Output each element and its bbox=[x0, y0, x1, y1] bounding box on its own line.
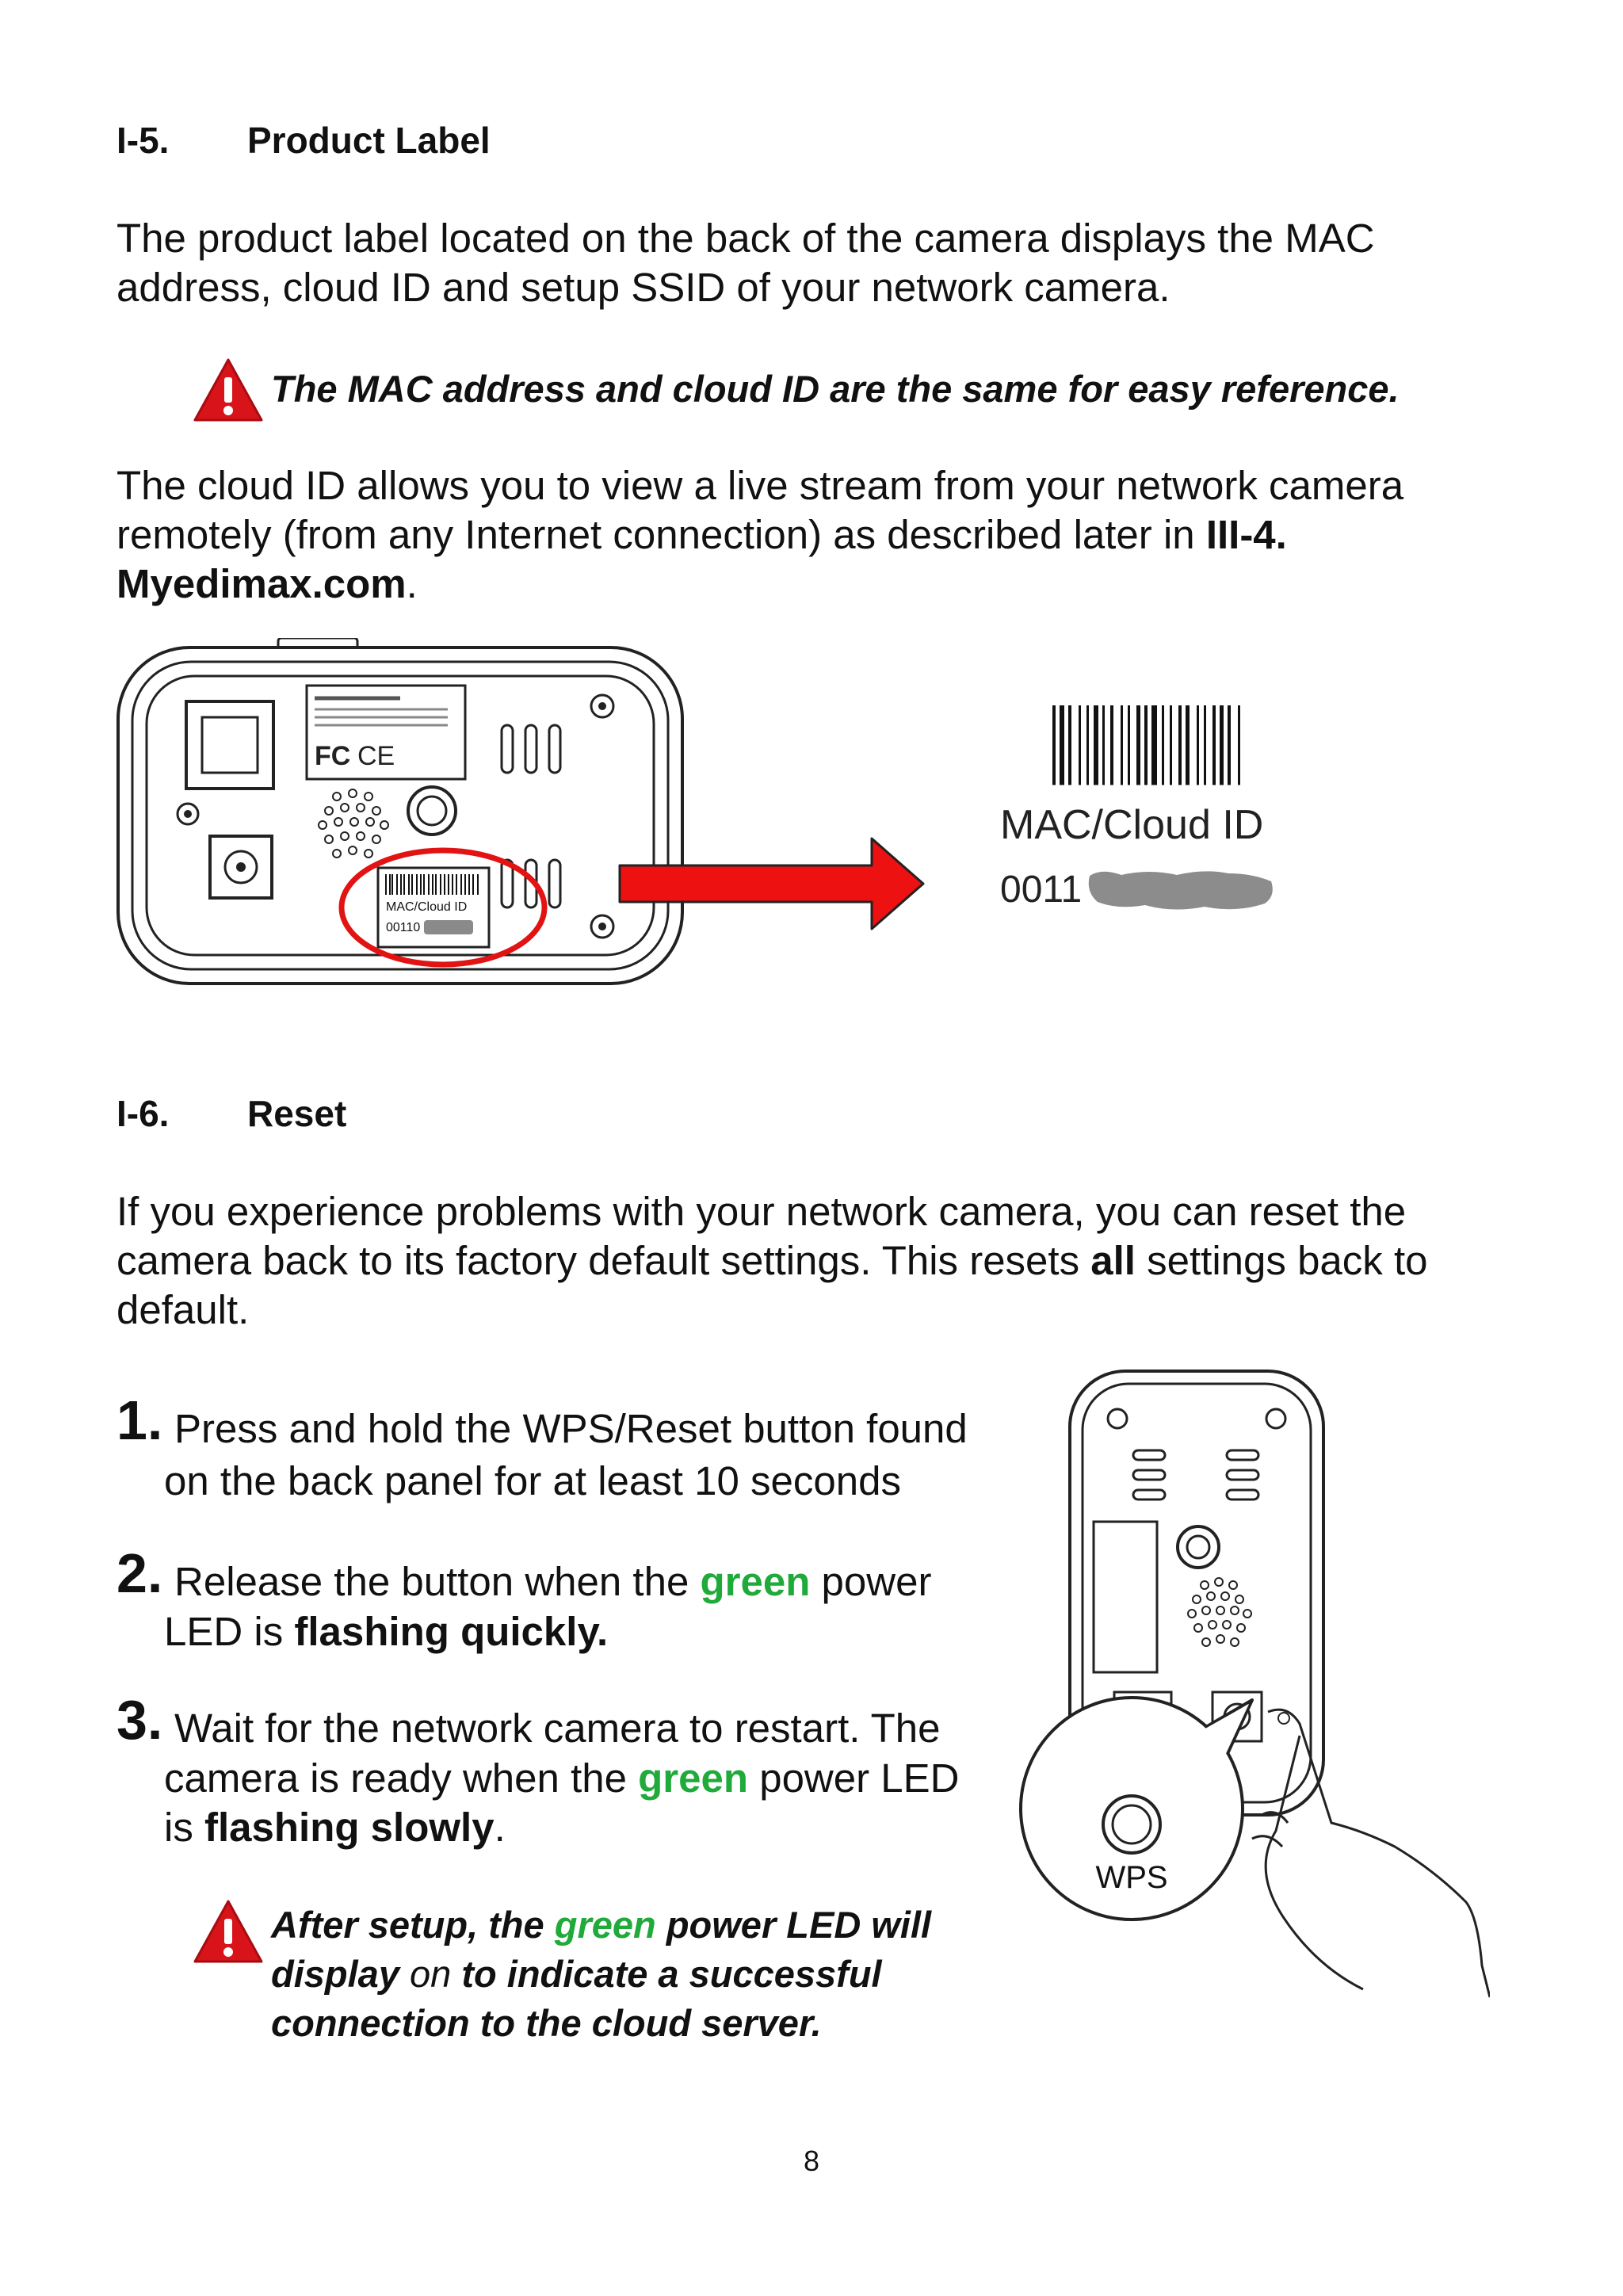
paragraph-text: If you experience problems with your net… bbox=[116, 1189, 1407, 1283]
barcode-bar bbox=[1068, 705, 1071, 785]
step-number: 3. bbox=[116, 1689, 163, 1751]
step-emphasis: flashing quickly. bbox=[294, 1609, 609, 1654]
step-text: power bbox=[810, 1559, 932, 1604]
barcode-bar bbox=[1162, 705, 1164, 785]
barcode-bar bbox=[1212, 705, 1216, 785]
section-number: I-6. bbox=[116, 1093, 170, 1134]
highlight-circle bbox=[338, 847, 548, 968]
step-text: . bbox=[494, 1805, 506, 1850]
note-line2: display on to indicate a successful bbox=[271, 1950, 882, 1999]
paragraph-intro: The product label located on the back of… bbox=[116, 216, 1375, 310]
note-on-word: on bbox=[410, 1953, 452, 1995]
warning-icon bbox=[193, 358, 263, 422]
note-text: to indicate a successful bbox=[451, 1953, 882, 1995]
note-mac-cloud: The MAC address and cloud ID are the sam… bbox=[271, 368, 1400, 410]
step-3-line3: is flashing slowly. bbox=[164, 1803, 506, 1852]
emphasis-all: all bbox=[1090, 1238, 1136, 1283]
svg-text:CE: CE bbox=[357, 741, 395, 771]
step-2-line2: LED is flashing quickly. bbox=[164, 1607, 608, 1656]
barcode-bar bbox=[1110, 705, 1113, 785]
barcode-bar bbox=[1228, 705, 1231, 785]
barcode-bar bbox=[1060, 705, 1064, 785]
paragraph-text: The cloud ID allows you to view a live s… bbox=[116, 463, 1404, 557]
paragraph-text-end: settings back to default. bbox=[116, 1238, 1428, 1332]
barcode-bar bbox=[1128, 705, 1130, 785]
step-emphasis: flashing slowly bbox=[204, 1805, 495, 1850]
paragraph-reset-intro: If you experience problems with your net… bbox=[116, 1187, 1535, 1335]
barcode-bar bbox=[1079, 705, 1081, 785]
small-label-value: 00110 bbox=[386, 921, 420, 934]
step-text: Release the button when the bbox=[174, 1559, 701, 1604]
wps-button-illustration: WPS bbox=[1019, 1370, 1490, 1998]
mac-barcode-label: MAC/Cloud ID 0011 bbox=[1000, 705, 1273, 911]
step-text: LED is bbox=[164, 1609, 295, 1654]
green-word: green bbox=[700, 1559, 811, 1604]
section-number: I-5. bbox=[116, 120, 170, 161]
note-text: display bbox=[271, 1953, 411, 1995]
barcode-bar bbox=[1121, 705, 1123, 785]
camera-back-illustration: FC CE MAC/Cloud ID 00110 bbox=[116, 638, 684, 985]
green-word: green bbox=[554, 1904, 656, 1946]
mac-label-title: MAC/Cloud ID bbox=[1000, 802, 1263, 848]
red-arrow-icon bbox=[618, 837, 925, 930]
wps-label: WPS bbox=[1095, 1860, 1167, 1895]
note-line1: After setup, the green power LED will bbox=[271, 1901, 931, 1950]
paragraph-cloud-id: The cloud ID allows you to view a live s… bbox=[116, 461, 1535, 609]
mac-label-value: 0011 bbox=[1000, 869, 1082, 911]
step-3-line2: camera is ready when the green power LED bbox=[164, 1754, 960, 1803]
step-text: camera is ready when the bbox=[164, 1755, 639, 1801]
step-1-line2: on the back panel for at least 10 second… bbox=[164, 1458, 901, 1503]
step-number: 2. bbox=[116, 1542, 163, 1604]
green-word: green bbox=[638, 1755, 749, 1801]
barcode-bar bbox=[1052, 705, 1056, 785]
section-title: Reset bbox=[247, 1093, 347, 1134]
barcode-bar bbox=[1170, 705, 1172, 785]
barcode-bar bbox=[1197, 705, 1199, 785]
barcode-bar bbox=[1204, 705, 1206, 785]
barcode-bar bbox=[1186, 705, 1190, 785]
section-title: Product Label bbox=[247, 120, 491, 161]
barcode-bar bbox=[1151, 705, 1157, 785]
barcode-bar bbox=[1086, 705, 1089, 785]
svg-text:FC: FC bbox=[315, 741, 350, 771]
section-reference: III-4. Myedimax.com bbox=[116, 512, 1287, 606]
barcode-bar bbox=[1220, 705, 1224, 785]
page-number: 8 bbox=[803, 2145, 820, 2177]
barcode-bar bbox=[1136, 705, 1140, 785]
step-text: power LED bbox=[748, 1755, 960, 1801]
small-label-title: MAC/Cloud ID bbox=[386, 900, 467, 914]
note-text: After setup, the bbox=[271, 1904, 555, 1946]
paragraph-text-end: . bbox=[406, 561, 418, 606]
barcode-bar bbox=[1094, 705, 1098, 785]
step-number: 1. bbox=[116, 1389, 163, 1451]
step-1-line1: Press and hold the WPS/Reset button foun… bbox=[174, 1406, 968, 1451]
barcode-bar bbox=[1144, 705, 1148, 785]
step-text: is bbox=[164, 1805, 204, 1850]
note-line3: connection to the cloud server. bbox=[271, 2002, 822, 2044]
note-text: power LED will bbox=[655, 1904, 932, 1946]
warning-icon bbox=[193, 1900, 263, 1963]
step-2-line1: Release the button when the green power bbox=[174, 1557, 931, 1606]
barcode-bar bbox=[1238, 705, 1240, 785]
step-3-line1: Wait for the network camera to restart. … bbox=[174, 1706, 941, 1751]
barcode-bar bbox=[1178, 705, 1182, 785]
barcode-bar bbox=[1102, 705, 1105, 785]
